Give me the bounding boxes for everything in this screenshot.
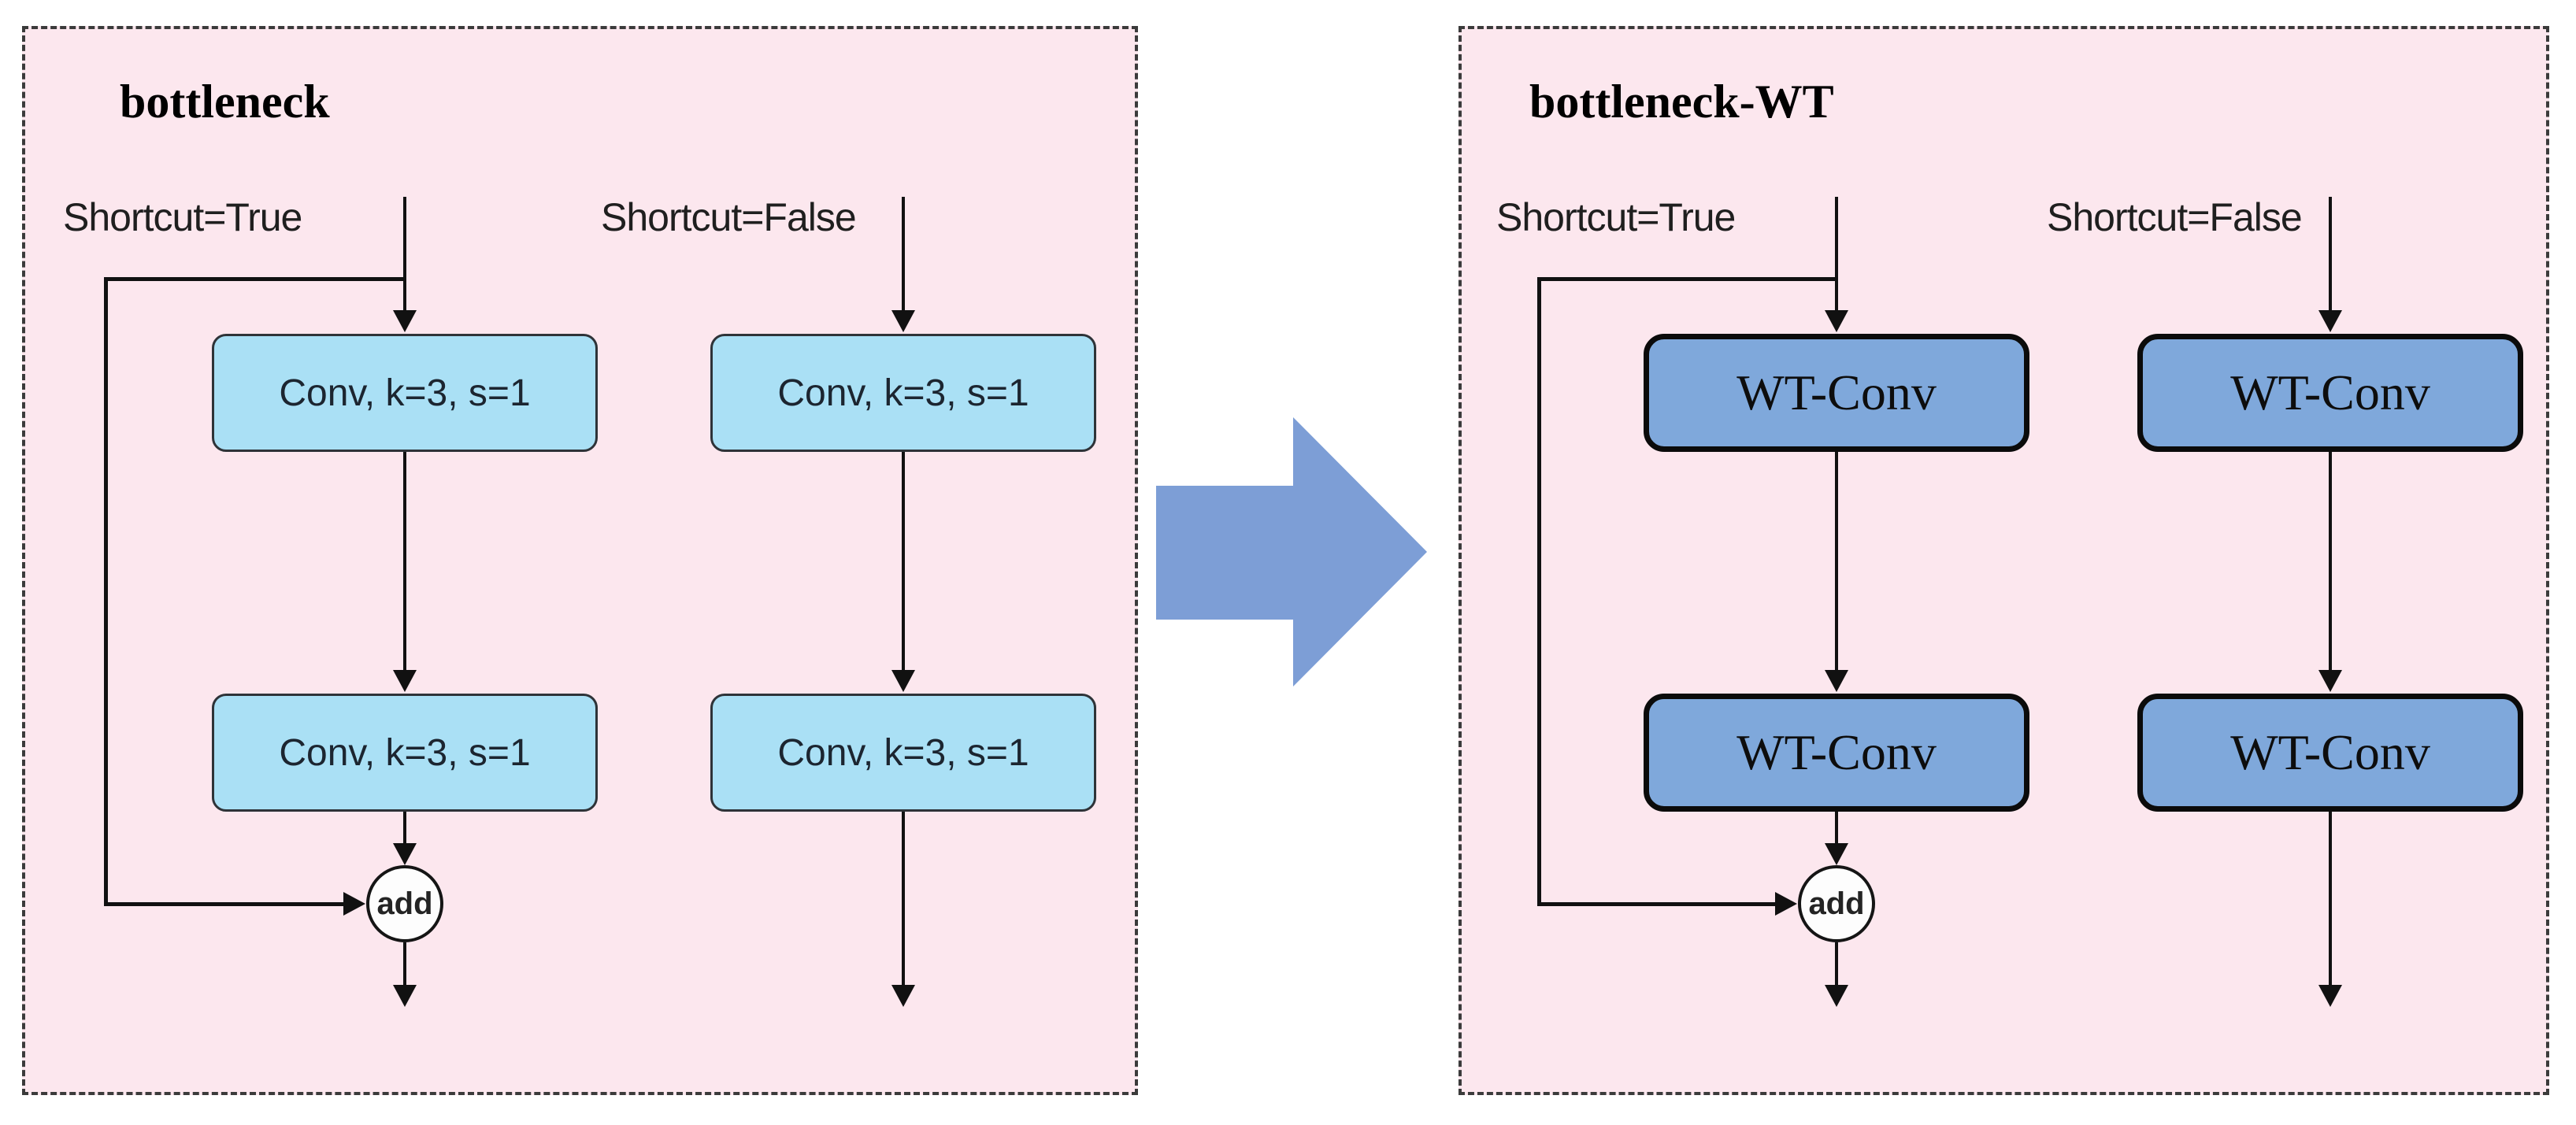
conv-box: Conv, k=3, s=1 <box>710 694 1096 812</box>
shortcut-line <box>1537 277 1541 902</box>
wt-conv-box: WT-Conv <box>1644 334 2029 452</box>
panel-title: bottleneck <box>120 76 330 128</box>
add-node: add <box>366 865 443 942</box>
arrowhead-down-icon <box>393 843 417 865</box>
connector-line <box>1835 942 1838 985</box>
conv-box: Conv, k=3, s=1 <box>212 694 598 812</box>
connector-line <box>902 452 905 670</box>
shortcut-false-label: Shortcut=False <box>2047 195 2303 239</box>
connector-line <box>403 197 406 310</box>
arrowhead-down-icon <box>1825 843 1848 865</box>
arrowhead-down-icon <box>393 985 417 1007</box>
shortcut-line <box>1537 902 1777 906</box>
shortcut-false-label: Shortcut=False <box>601 195 857 239</box>
wt-conv-box: WT-Conv <box>1644 694 2029 812</box>
connector-line <box>403 452 406 670</box>
arrowhead-down-icon <box>891 310 915 332</box>
connector-line <box>2329 812 2332 985</box>
arrowhead-right-icon <box>343 892 365 916</box>
shortcut-line <box>104 277 405 281</box>
connector-line <box>2329 197 2332 310</box>
arrowhead-down-icon <box>2318 985 2342 1007</box>
arrowhead-down-icon <box>1825 985 1848 1007</box>
conv-box: Conv, k=3, s=1 <box>710 334 1096 452</box>
panel-bottleneck: bottleneck Shortcut=True Shortcut=False … <box>22 26 1138 1095</box>
connector-line <box>1835 812 1838 843</box>
shortcut-true-label: Shortcut=True <box>63 195 302 239</box>
add-node: add <box>1798 865 1875 942</box>
transform-arrow-icon <box>1156 417 1427 686</box>
arrowhead-right-icon <box>1775 892 1797 916</box>
shortcut-line <box>104 902 345 906</box>
connector-line <box>1835 197 1838 310</box>
conv-box: Conv, k=3, s=1 <box>212 334 598 452</box>
connector-line <box>2329 452 2332 670</box>
connector-line <box>1835 452 1838 670</box>
panel-title: bottleneck-WT <box>1529 76 1834 128</box>
wt-conv-box: WT-Conv <box>2137 694 2523 812</box>
arrowhead-down-icon <box>2318 310 2342 332</box>
arrowhead-down-icon <box>393 310 417 332</box>
connector-line <box>403 812 406 843</box>
wt-conv-box: WT-Conv <box>2137 334 2523 452</box>
connector-line <box>403 942 406 985</box>
connector-line <box>902 812 905 985</box>
shortcut-true-label: Shortcut=True <box>1496 195 1736 239</box>
arrowhead-down-icon <box>2318 670 2342 692</box>
arrowhead-down-icon <box>393 670 417 692</box>
arrowhead-down-icon <box>1825 310 1848 332</box>
shortcut-line <box>104 277 108 902</box>
arrowhead-down-icon <box>1825 670 1848 692</box>
shortcut-line <box>1537 277 1837 281</box>
panel-bottleneck-wt: bottleneck-WT Shortcut=True Shortcut=Fal… <box>1458 26 2549 1095</box>
arrowhead-down-icon <box>891 985 915 1007</box>
arrowhead-down-icon <box>891 670 915 692</box>
connector-line <box>902 197 905 310</box>
